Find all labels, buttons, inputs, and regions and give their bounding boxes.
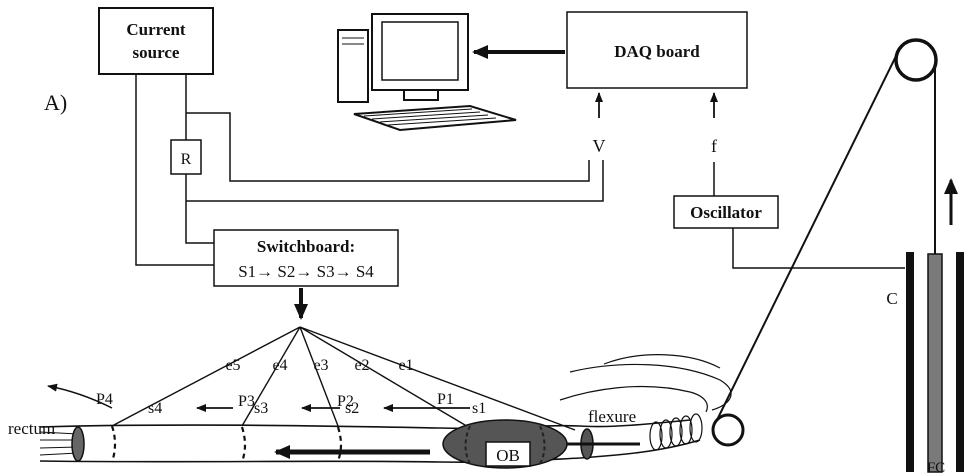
current-source-label-1: Current xyxy=(126,20,186,39)
segment-labels: P4 s4 P3 s3 P2 s2 P1 s1 xyxy=(96,391,486,417)
resistor-box: R xyxy=(170,139,202,175)
position-label-p1: P1 xyxy=(437,391,454,408)
electrode-label-e2: e2 xyxy=(354,357,369,374)
segment-label-s1: s1 xyxy=(472,400,486,417)
colon-tube xyxy=(39,354,732,463)
position-label-p4: P4 xyxy=(96,391,113,408)
electrode-labels: e5 e4 e3 e2 e1 xyxy=(225,357,413,374)
position-label-p2: P2 xyxy=(337,393,354,410)
switchboard-title: Switchboard: xyxy=(257,237,355,256)
pull-cable xyxy=(716,51,936,421)
oscillator-label: Oscillator xyxy=(690,203,762,222)
electrode-label-e1: e1 xyxy=(398,357,413,374)
electrode-label-e4: e4 xyxy=(272,357,287,374)
computer-icon xyxy=(337,13,517,132)
current-source-label-2: source xyxy=(133,43,180,62)
wiring xyxy=(135,74,905,269)
daq-board-box: DAQ board xyxy=(566,11,748,89)
oscillator-box: Oscillator xyxy=(673,195,779,229)
rectum-label: rectum xyxy=(8,419,55,438)
resistor-label: R xyxy=(181,151,192,168)
frequency-label: f xyxy=(711,136,717,156)
position-label-p3: P3 xyxy=(238,393,255,410)
rectum-marker xyxy=(71,426,85,462)
switchboard-box: Switchboard: S1→ S2→ S3→ S4 xyxy=(213,229,399,287)
coil-label: C xyxy=(886,289,897,308)
switchboard-sequence: S1→ S2→ S3→ S4 xyxy=(238,262,374,281)
top-pulley xyxy=(894,38,938,82)
coil-assembly xyxy=(906,252,964,473)
segment-label-s4: s4 xyxy=(148,400,162,417)
voltage-label: V xyxy=(593,136,606,156)
electrode-label-e5: e5 xyxy=(225,357,240,374)
segment-label-s2: s2 xyxy=(345,400,359,417)
exit-arrow xyxy=(47,383,113,409)
flexure-coils xyxy=(649,413,703,451)
current-source-box: Current source xyxy=(98,7,214,75)
electrode-label-e3: e3 xyxy=(313,357,328,374)
object-ob: OB xyxy=(442,419,568,469)
bottom-pulley xyxy=(711,413,745,447)
rod-label: FC xyxy=(927,460,945,475)
panel-label: A) xyxy=(44,90,67,115)
electrode-leads xyxy=(111,326,576,431)
object-label: OB xyxy=(496,446,520,465)
daq-board-label: DAQ board xyxy=(614,42,700,61)
segment-label-s3: s3 xyxy=(254,400,268,417)
flexure-label: flexure xyxy=(588,407,636,426)
